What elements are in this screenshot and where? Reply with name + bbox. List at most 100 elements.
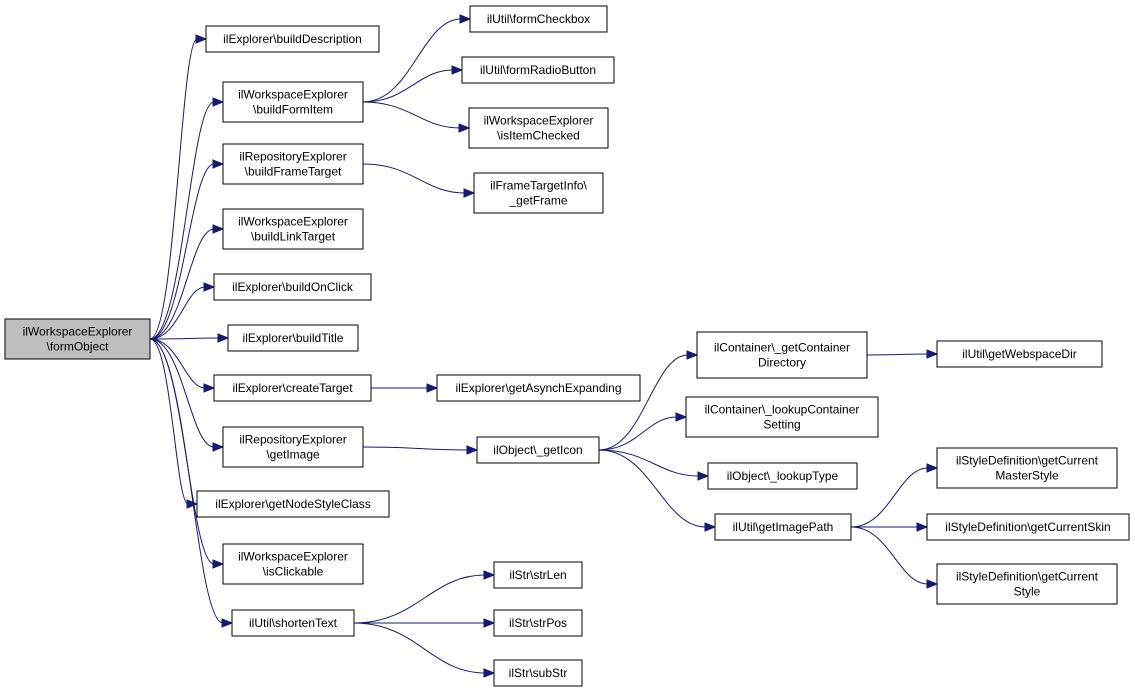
edge-form-object-to-build-title: [149, 333, 230, 343]
edge-arrowhead: [466, 445, 479, 455]
node-label: \buildFormItem: [253, 103, 333, 117]
node-box: [936, 447, 1118, 489]
edge-shorten-text-to-str-len: [353, 570, 496, 624]
edge-line: [149, 38, 198, 340]
edge-get-image-to-get-icon: [362, 445, 479, 455]
node-label: ilStr\strLen: [509, 568, 566, 582]
node-sub-str[interactable]: ilStr\subStr: [493, 659, 583, 687]
edge-line: [598, 449, 707, 528]
node-form-checkbox[interactable]: ilUtil\formCheckbox: [469, 5, 608, 33]
node-box: [222, 81, 364, 123]
edge-arrowhead: [704, 522, 717, 532]
edge-form-object-to-build-link-target: [149, 224, 225, 340]
node-form-object[interactable]: ilWorkspaceExplorer\formObject: [4, 318, 151, 360]
node-shorten-text[interactable]: ilUtil\shortenText: [231, 609, 355, 637]
node-build-description[interactable]: ilExplorer\buildDescription: [205, 25, 380, 53]
edge-line: [362, 18, 462, 103]
node-get-image[interactable]: ilRepositoryExplorer\getImage: [222, 426, 364, 468]
edge-arrowhead: [483, 618, 496, 628]
edge-shorten-text-to-sub-str: [353, 622, 496, 678]
node-build-form-item[interactable]: ilWorkspaceExplorer\buildFormItem: [222, 81, 364, 123]
edge-arrowhead: [926, 463, 939, 473]
node-label: ilUtil\getWebspaceDir: [962, 347, 1077, 361]
node-str-pos[interactable]: ilStr\strPos: [493, 609, 583, 637]
node-str-len[interactable]: ilStr\strLen: [493, 561, 583, 589]
node-form-radio-button[interactable]: ilUtil\formRadioButton: [461, 56, 615, 84]
edge-line: [149, 338, 215, 565]
node-box: [714, 513, 852, 541]
node-label: ilStr\strPos: [509, 616, 567, 630]
node-box: [493, 659, 583, 687]
node-box: [4, 318, 151, 360]
edge-arrowhead: [195, 34, 208, 44]
edge-line: [149, 163, 215, 340]
node-label: ilExplorer\createTarget: [232, 381, 353, 395]
node-label: ilObject\_lookupType: [727, 469, 839, 483]
node-get-asynch-expanding[interactable]: ilExplorer\getAsynchExpanding: [436, 374, 641, 402]
node-label: \isClickable: [263, 565, 324, 579]
node-label: Setting: [763, 418, 800, 432]
edge-line: [362, 163, 466, 194]
node-box: [213, 273, 372, 301]
edge-line: [353, 574, 486, 624]
node-lookup-type[interactable]: ilObject\_lookupType: [707, 462, 858, 490]
node-build-title[interactable]: ilExplorer\buildTitle: [227, 324, 359, 352]
node-label: ilWorkspaceExplorer: [238, 88, 348, 102]
node-create-target[interactable]: ilExplorer\createTarget: [213, 374, 372, 402]
node-label: MasterStyle: [995, 469, 1059, 483]
edge-arrowhead: [217, 333, 230, 343]
node-box: [476, 436, 600, 464]
node-get-webspace-dir[interactable]: ilUtil\getWebspaceDir: [936, 340, 1103, 368]
nodes-layer: ilWorkspaceExplorer\formObject ilExplorer…: [4, 5, 1130, 687]
edge-arrowhead: [186, 499, 199, 509]
node-label: ilContainer\_getContainer: [714, 341, 850, 355]
node-is-item-checked[interactable]: ilWorkspaceExplorer\isItemChecked: [468, 107, 609, 149]
edge-arrowhead: [686, 350, 699, 360]
node-box: [696, 331, 868, 379]
node-box: [222, 426, 364, 468]
node-box: [468, 107, 609, 149]
edge-line: [149, 338, 189, 505]
edge-arrowhead: [203, 383, 216, 393]
node-build-link-target[interactable]: ilWorkspaceExplorer\buildLinkTarget: [222, 208, 364, 250]
node-get-current-skin[interactable]: ilStyleDefinition\getCurrentSkin: [926, 513, 1130, 541]
node-label: ilWorkspaceExplorer: [238, 215, 348, 229]
node-label: ilUtil\formCheckbox: [487, 12, 590, 26]
node-get-icon[interactable]: ilObject\_getIcon: [476, 436, 600, 464]
edge-arrowhead: [212, 159, 225, 169]
edge-create-target-to-get-asynch-expanding: [370, 383, 439, 393]
edge-arrowhead: [212, 97, 225, 107]
edge-arrowhead: [426, 383, 439, 393]
edge-arrowhead: [916, 522, 929, 532]
edge-arrowhead: [926, 579, 939, 589]
edge-arrowhead: [458, 123, 471, 133]
edge-line: [866, 353, 929, 356]
edge-form-object-to-build-description: [149, 34, 208, 340]
node-box: [685, 396, 879, 438]
node-box: [493, 561, 583, 589]
node-label: Directory: [758, 356, 806, 370]
node-build-frame-target[interactable]: ilRepositoryExplorer\buildFrameTarget: [222, 143, 364, 185]
edge-line: [149, 337, 220, 340]
edge-line: [149, 101, 215, 340]
edge-form-object-to-get-node-style-class: [149, 338, 199, 509]
node-get-frame[interactable]: ilFrameTargetInfo\_getFrame: [473, 172, 604, 214]
edge-line: [598, 449, 700, 477]
node-get-image-path[interactable]: ilUtil\getImagePath: [714, 513, 852, 541]
edge-get-image-path-to-get-current-style: [850, 526, 939, 589]
node-is-clickable[interactable]: ilWorkspaceExplorer\isClickable: [222, 543, 364, 585]
node-box: [222, 543, 364, 585]
edge-form-object-to-build-frame-target: [149, 159, 225, 340]
node-build-on-click[interactable]: ilExplorer\buildOnClick: [213, 273, 372, 301]
node-box: [707, 462, 858, 490]
edge-line: [149, 338, 224, 624]
node-label: ilExplorer\buildTitle: [243, 331, 344, 345]
edge-line: [149, 338, 206, 389]
edge-build-form-item-to-form-radio-button: [362, 65, 464, 103]
edge-get-image-path-to-get-current-master-style: [850, 463, 939, 528]
node-get-node-style-class[interactable]: ilExplorer\getNodeStyleClass: [196, 490, 390, 518]
